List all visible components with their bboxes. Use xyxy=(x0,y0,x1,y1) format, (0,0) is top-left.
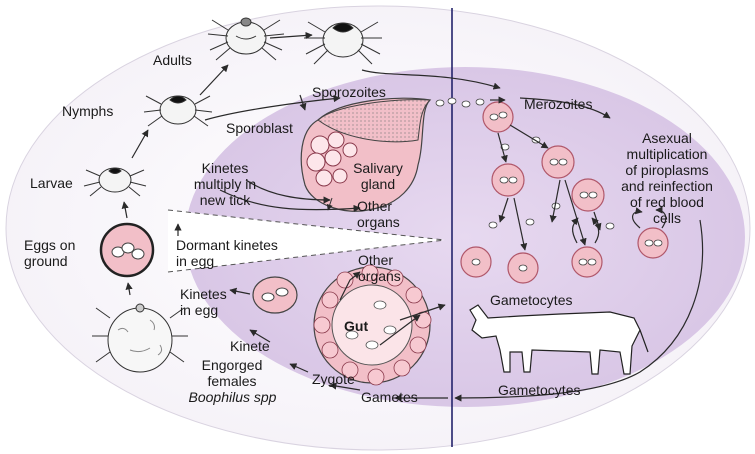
label-engorged-females: Engorged females xyxy=(182,357,282,389)
label-gametocytes-lower: Gametocytes xyxy=(498,382,580,398)
label-salivary-gland: Salivary gland xyxy=(343,160,413,192)
label-zygote: Zygote xyxy=(312,371,355,387)
label-nymphs: Nymphs xyxy=(62,103,113,119)
nymph-tick-icon xyxy=(144,96,212,126)
label-dormant-kinetes: Dormant kinetes in egg xyxy=(176,237,278,269)
label-boophilus: Boophilus spp xyxy=(170,389,295,405)
label-sporozoites: Sporozoites xyxy=(312,84,386,100)
label-gametocytes-upper: Gametocytes xyxy=(490,292,572,308)
label-adults: Adults xyxy=(153,52,192,68)
label-sporoblast: Sporoblast xyxy=(226,120,293,136)
label-asexual-multiplication: Asexual multiplication of piroplasms and… xyxy=(592,130,742,226)
label-other-organs-top: Other organs xyxy=(357,198,400,230)
kinetes-egg-cell xyxy=(253,277,297,313)
label-kinetes-multiply: Kinetes multiply in new tick xyxy=(180,160,270,208)
label-kinete: Kinete xyxy=(230,338,270,354)
label-eggs-on-ground: Eggs on ground xyxy=(24,237,75,269)
label-merozoites: Merozoites xyxy=(524,96,592,112)
label-kinetes-in-egg: Kinetes in egg xyxy=(180,286,227,318)
label-other-organs-bottom: Other organs xyxy=(358,252,401,284)
label-gut: Gut xyxy=(344,318,368,334)
label-gametes: Gametes xyxy=(361,389,418,405)
eggs-cell-icon xyxy=(101,224,153,276)
label-larvae: Larvae xyxy=(30,175,73,191)
